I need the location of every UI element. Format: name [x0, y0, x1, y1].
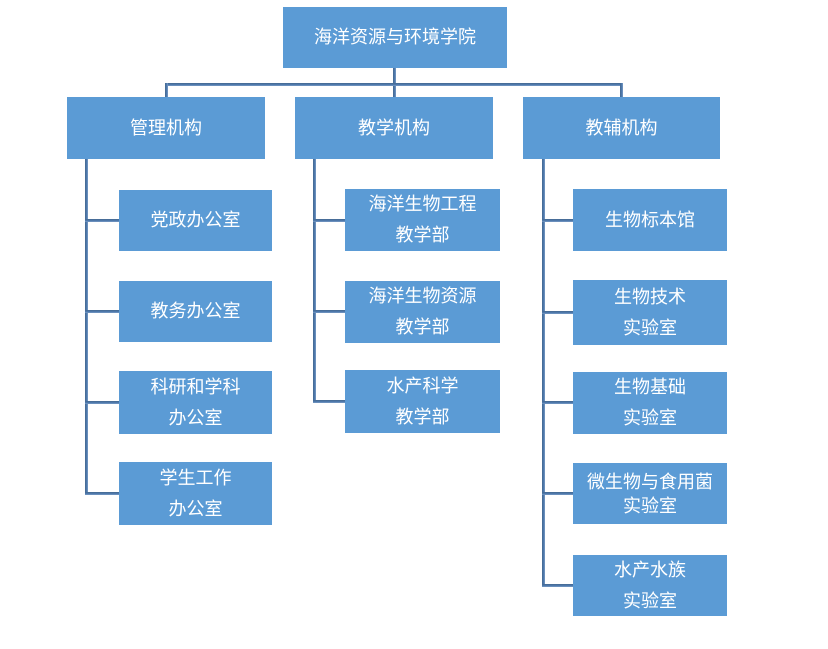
- org-node-label: 实验室: [623, 590, 677, 611]
- connector-elbow: [85, 219, 119, 222]
- org-node-label: 教学部: [395, 317, 450, 337]
- org-node-label: 教务办公室: [150, 301, 241, 321]
- org-node-research-discipline-office: 科研和学科 办公室: [119, 371, 272, 434]
- connector-rail-auxiliary: [542, 159, 545, 587]
- org-node-label: 生物技术: [614, 286, 686, 307]
- org-node-branch-teaching: 教学机构: [295, 97, 493, 159]
- org-node-basic-biology-lab: 生物基础 实验室: [573, 372, 727, 434]
- org-node-label: 生物基础: [614, 377, 686, 397]
- org-node-label: 教辅机构: [585, 117, 658, 138]
- org-node-label: 海洋生物资源: [368, 286, 477, 306]
- org-node-label: 办公室: [168, 407, 223, 428]
- org-node-academic-affairs-office: 教务办公室: [119, 281, 272, 342]
- org-node-student-affairs-office: 学生工作 办公室: [119, 462, 272, 525]
- org-node-label: 学生工作: [159, 467, 232, 488]
- connector-elbow: [85, 401, 119, 404]
- connector-elbow: [542, 492, 573, 495]
- org-node-aquaculture-science-dept: 水产科学 教学部: [345, 370, 500, 433]
- org-node-label: 水产科学: [386, 375, 459, 396]
- connector-elbow: [313, 310, 345, 313]
- org-node-label: 教学部: [395, 406, 450, 427]
- org-node-label: 管理机构: [130, 117, 202, 138]
- connector-branch-right-stub: [620, 83, 623, 97]
- org-node-label: 海洋生物工程: [368, 194, 477, 214]
- connector-elbow: [313, 219, 345, 222]
- org-node-aquaculture-aquarium-lab: 水产水族 实验室: [573, 555, 727, 616]
- org-node-microbiology-edible-fungi-lab: 微生物与食用菌 实验室: [573, 463, 727, 524]
- connector-elbow: [542, 584, 573, 587]
- connector-root-trunk: [393, 68, 396, 97]
- org-node-root: 海洋资源与环境学院: [283, 7, 507, 68]
- connector-branch-crossbar: [165, 83, 623, 86]
- org-node-biotechnology-lab: 生物技术 实验室: [573, 280, 727, 345]
- org-node-marine-bioresources-dept: 海洋生物资源 教学部: [345, 281, 500, 343]
- org-node-label: 教学部: [395, 225, 450, 245]
- connector-rail-teaching: [313, 159, 316, 403]
- org-node-label: 水产水族: [614, 559, 686, 580]
- connector-branch-left-stub: [165, 83, 168, 97]
- org-node-biological-specimen-museum: 生物标本馆: [573, 189, 727, 251]
- org-node-label: 科研和学科: [150, 376, 241, 397]
- org-node-label: 教学机构: [358, 117, 430, 138]
- org-node-label: 党政办公室: [150, 210, 241, 230]
- org-node-label: 海洋资源与环境学院: [314, 27, 476, 47]
- connector-elbow: [85, 492, 119, 495]
- connector-elbow: [313, 400, 345, 403]
- org-node-branch-management: 管理机构: [67, 97, 265, 159]
- org-node-branch-auxiliary: 教辅机构: [523, 97, 720, 159]
- org-node-label: 实验室: [623, 408, 677, 428]
- connector-elbow: [542, 311, 573, 314]
- org-node-label: 微生物与食用菌: [587, 471, 713, 492]
- org-node-label: 办公室: [168, 498, 223, 519]
- connector-elbow: [85, 310, 119, 313]
- org-node-marine-bioengineering-dept: 海洋生物工程 教学部: [345, 189, 500, 251]
- connector-elbow: [542, 219, 573, 222]
- org-node-label: 实验室: [623, 495, 677, 516]
- org-node-label: 生物标本馆: [605, 209, 695, 230]
- org-node-party-government-office: 党政办公室: [119, 190, 272, 251]
- connector-elbow: [542, 401, 573, 404]
- org-node-label: 实验室: [623, 317, 677, 338]
- connector-rail-management: [85, 159, 88, 495]
